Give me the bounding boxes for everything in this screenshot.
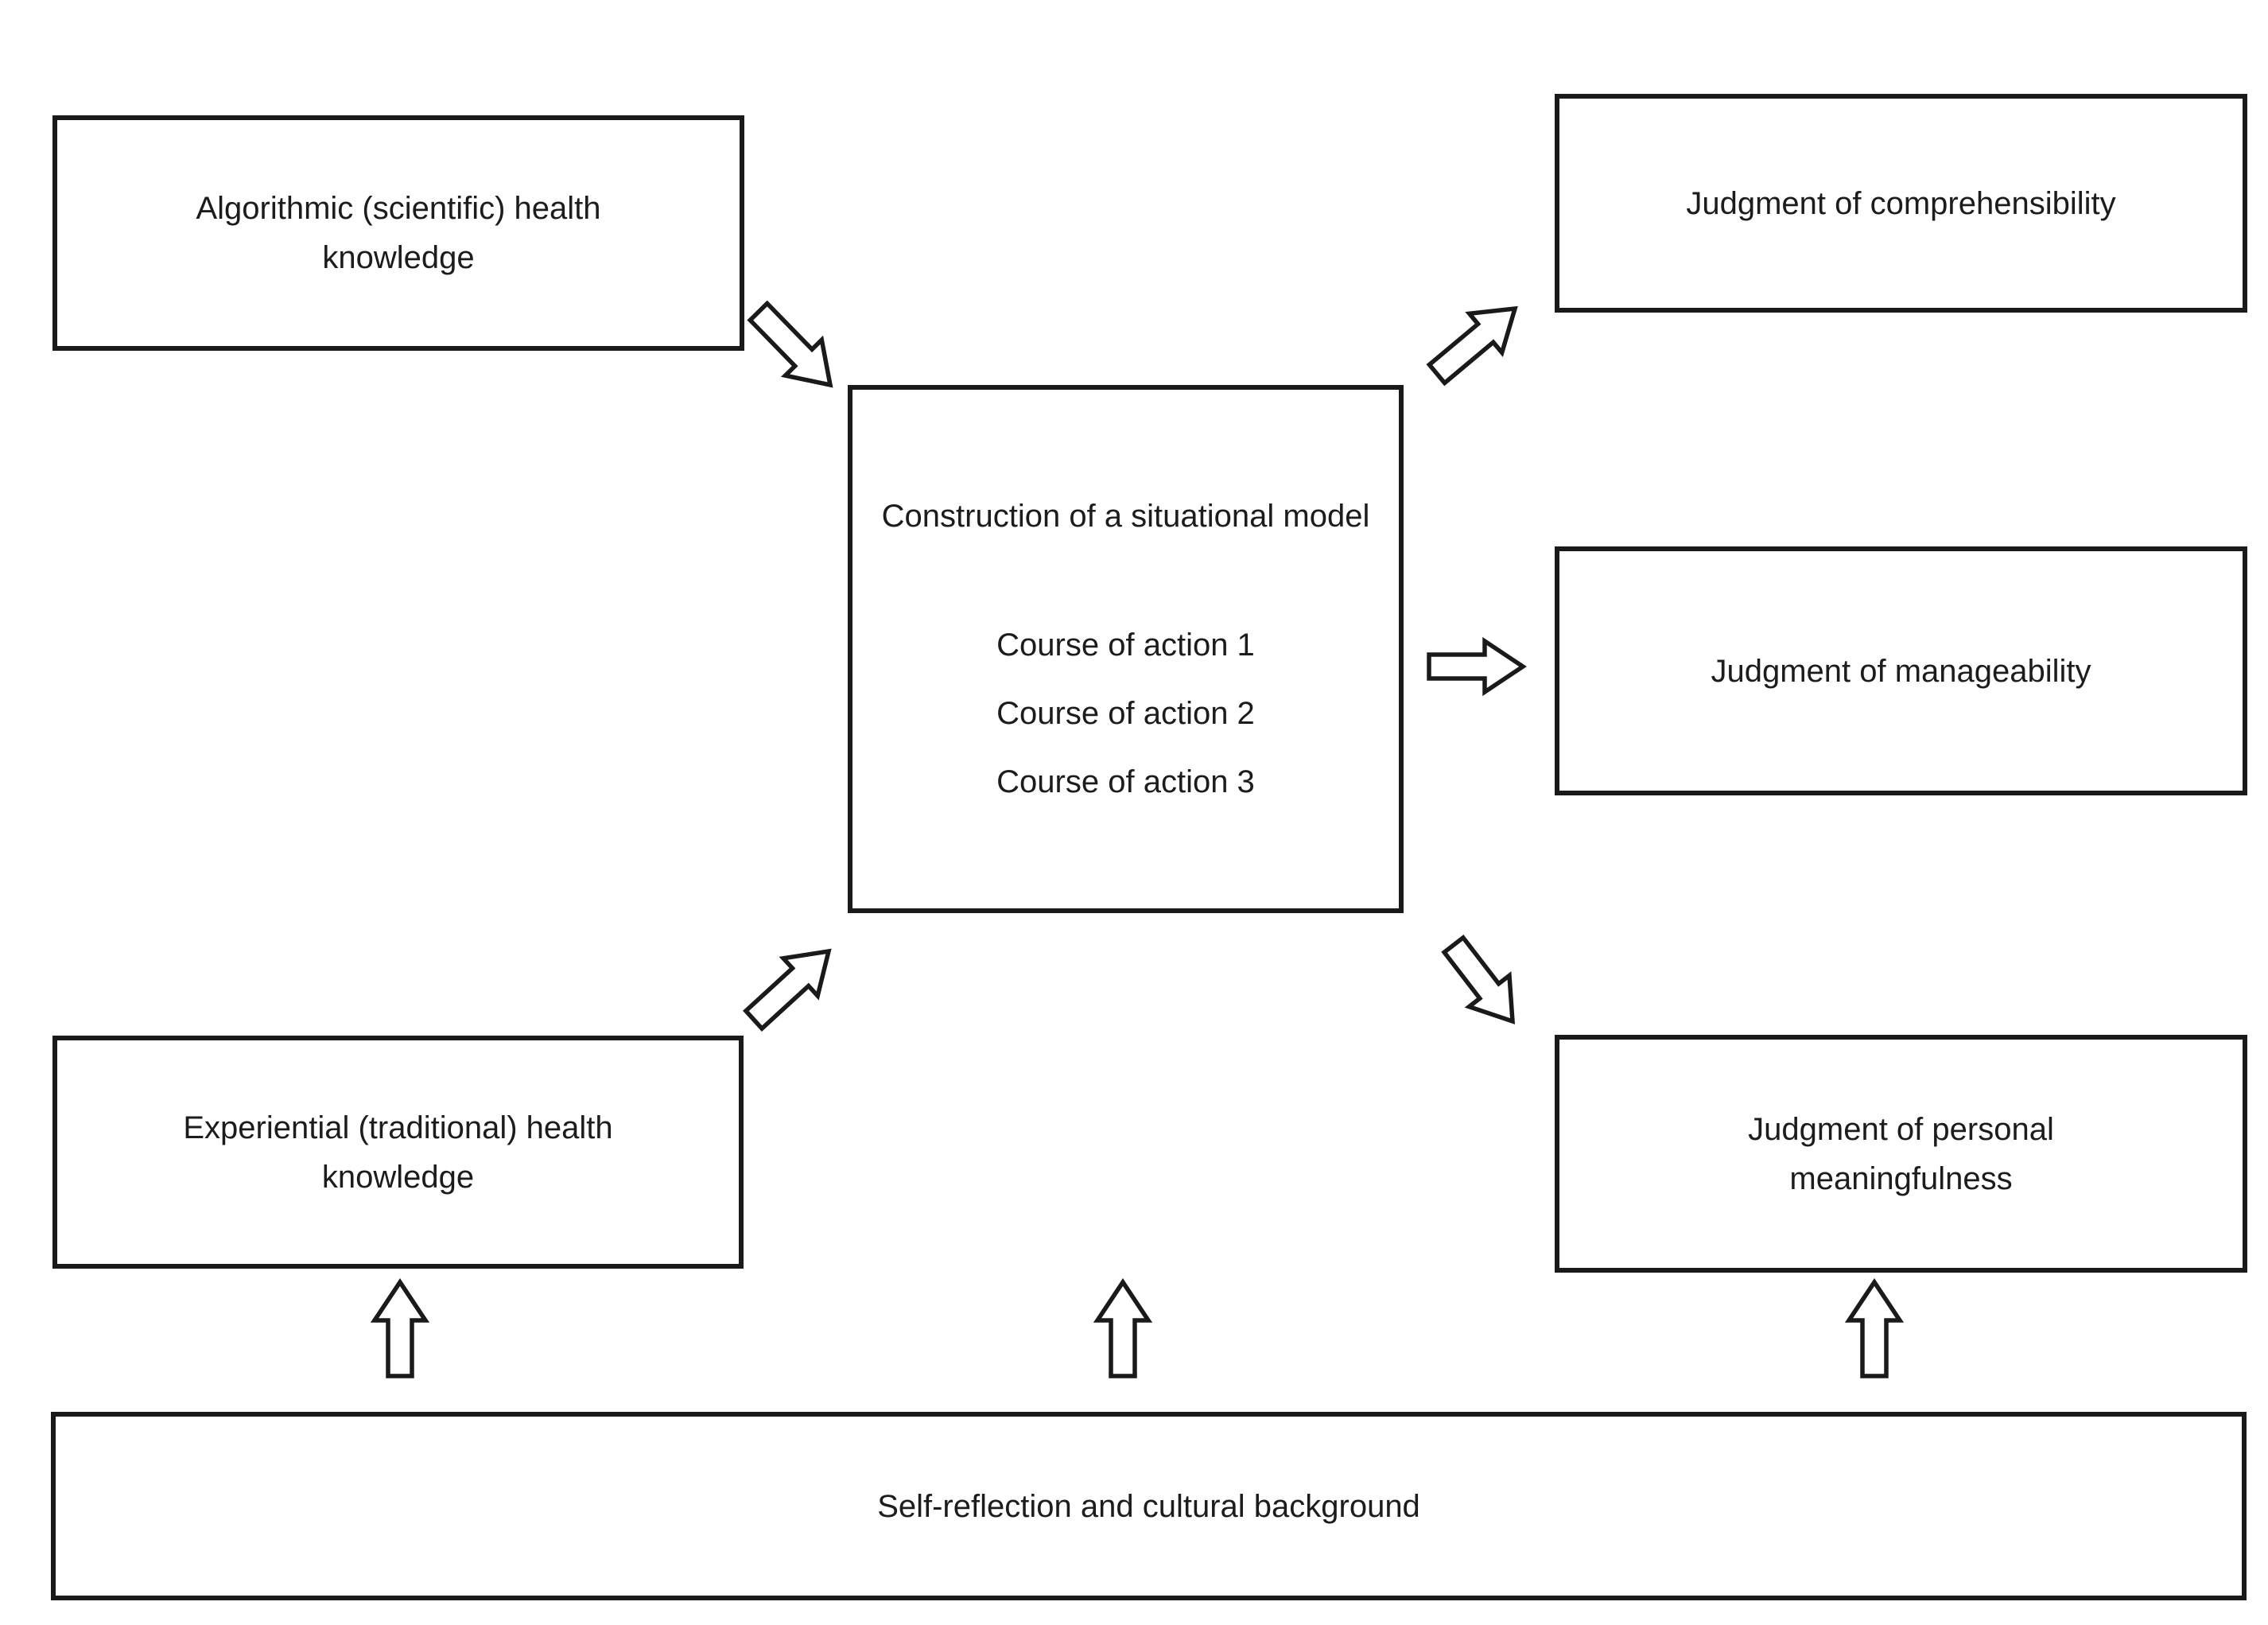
arrow-experiential-to-model-icon [743,948,832,1032]
box-experiential-knowledge-label: Experiential (traditional) health knowle… [183,1110,613,1195]
course-of-action-3: Course of action 3 [996,764,1255,799]
arrow-model-to-comprehensibility-icon [1426,305,1518,387]
situational-model-title: Construction of a situational model [881,499,1370,534]
box-judgment-personal-meaningfulness: Judgment of personal meaningfulness [1555,1035,2247,1273]
box-situational-model: Construction of a situational model Cour… [848,385,1404,913]
box-judgment-comprehensibility: Judgment of comprehensibility [1555,94,2247,313]
box-judgment-manageability: Judgment of manageability [1555,546,2247,795]
box-algorithmic-knowledge-label: Algorithmic (scientific) health knowledg… [196,191,601,275]
arrow-reflection-to-meaningfulness-icon [1844,1278,1905,1378]
box-self-reflection: Self-reflection and cultural background [51,1412,2247,1600]
arrow-model-to-manageability-icon [1427,636,1527,697]
course-of-action-1: Course of action 1 [996,628,1255,663]
box-judgment-manageability-label: Judgment of manageability [1711,653,2091,689]
arrow-model-to-meaningfulness-icon [1441,934,1516,1024]
box-self-reflection-label: Self-reflection and cultural background [877,1488,1420,1524]
arrow-algorithmic-to-model-icon [747,300,833,388]
box-judgment-personal-meaningfulness-label: Judgment of personal meaningfulness [1748,1111,2054,1196]
box-judgment-comprehensibility-label: Judgment of comprehensibility [1686,185,2116,221]
arrow-reflection-to-model-icon [1093,1278,1153,1378]
box-experiential-knowledge: Experiential (traditional) health knowle… [52,1036,744,1269]
box-algorithmic-knowledge: Algorithmic (scientific) health knowledg… [52,115,744,351]
course-of-action-2: Course of action 2 [996,696,1255,731]
arrow-reflection-to-experiential-icon [370,1278,430,1378]
